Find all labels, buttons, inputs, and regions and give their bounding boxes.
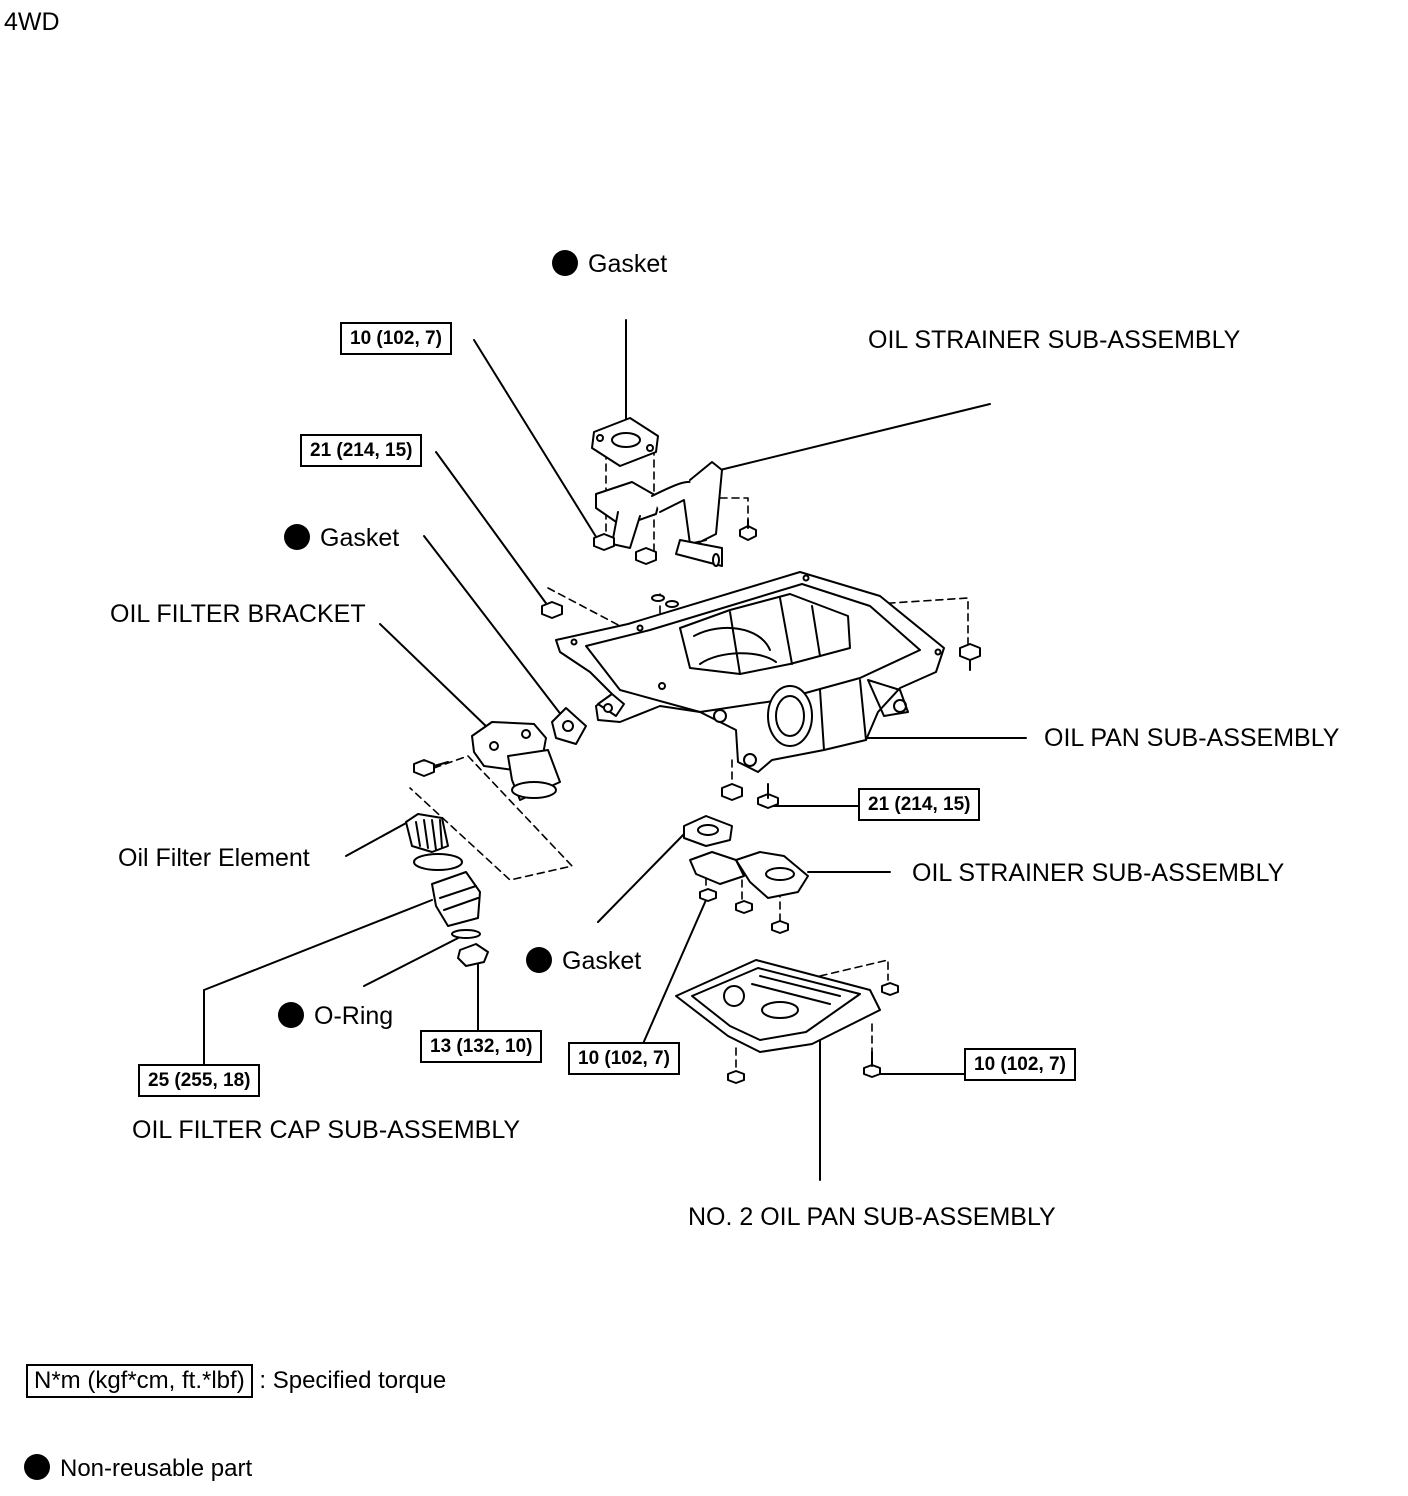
- torque-pan-right: 21 (214, 15): [858, 788, 981, 821]
- legend-torque-unit: N*m (kgf*cm, ft.*lbf): [26, 1364, 253, 1398]
- torque-strainer-lower: 10 (102, 7): [568, 1042, 680, 1075]
- non-reusable-bullet-icon: [278, 1002, 304, 1028]
- oil-pan-label: OIL PAN SUB-ASSEMBLY: [1044, 724, 1340, 752]
- oil-filter-element-label: Oil Filter Element: [118, 844, 310, 872]
- non-reusable-bullet-icon: [552, 250, 578, 276]
- oil-filter-cap-label: OIL FILTER CAP SUB-ASSEMBLY: [132, 1116, 521, 1144]
- oil-filter-element-part: [405, 813, 449, 853]
- non-reusable-bullet-icon: [284, 524, 310, 550]
- oil-pan-part: [555, 571, 945, 773]
- leader-lines: [203, 319, 1027, 1181]
- oil-filter-cap-part: [413, 853, 489, 967]
- oil-strainer-upper-part: [595, 461, 723, 567]
- no2-oil-pan-part: [675, 959, 899, 1084]
- gasket-bracket-part: [551, 707, 587, 745]
- non-reusable-bullet-icon: [24, 1454, 50, 1480]
- torque-no2-pan: 10 (102, 7): [964, 1048, 1076, 1081]
- oil-strainer-upper-label: OIL STRAINER SUB-ASSEMBLY: [868, 326, 1241, 354]
- legend-torque-text: : Specified torque: [259, 1367, 447, 1394]
- oil-strainer-lower-label: OIL STRAINER SUB-ASSEMBLY: [912, 859, 1285, 887]
- torque-pan-left: 21 (214, 15): [300, 434, 423, 467]
- gasket-upper-part: [591, 417, 659, 467]
- oil-filter-bracket-part: [413, 721, 561, 801]
- gasket-bracket-label: Gasket: [284, 524, 399, 551]
- oil-strainer-lower-part: [689, 851, 809, 934]
- torque-filter-cap: 25 (255, 18): [138, 1064, 261, 1097]
- torque-strainer-upper: 10 (102, 7): [340, 322, 452, 355]
- o-ring-label: O-Ring: [278, 1002, 393, 1029]
- no2-oil-pan-label: NO. 2 OIL PAN SUB-ASSEMBLY: [688, 1203, 1056, 1231]
- oil-filter-bracket-label: OIL FILTER BRACKET: [110, 600, 366, 628]
- non-reusable-bullet-icon: [526, 947, 552, 973]
- bolts-oil-pan: [721, 643, 981, 809]
- legend-torque: N*m (kgf*cm, ft.*lbf) : Specified torque: [26, 1364, 446, 1398]
- gasket-lower-part: [683, 815, 733, 847]
- torque-drain-plug: 13 (132, 10): [420, 1030, 543, 1063]
- nuts-upper: [541, 519, 757, 619]
- variant-label: 4WD: [4, 8, 60, 36]
- legend-nonreusable: Non-reusable part: [24, 1454, 252, 1481]
- gasket-top-label: Gasket: [552, 250, 667, 277]
- gasket-lower-label: Gasket: [526, 947, 641, 974]
